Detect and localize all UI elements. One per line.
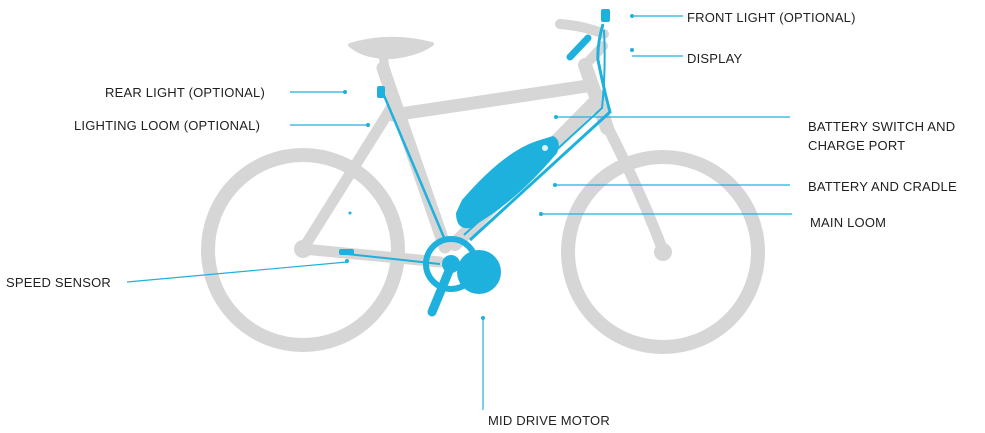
label-mid-drive-motor: MID DRIVE MOTOR	[488, 412, 610, 429]
seat-post	[378, 50, 391, 80]
saddle	[348, 36, 434, 60]
label-mid-drive-motor-text: MID DRIVE MOTOR	[488, 413, 610, 428]
front-wheel	[561, 150, 765, 354]
main-loom-cable-2	[463, 29, 606, 236]
leader-lines	[126, 14, 792, 410]
battery-pack	[456, 136, 559, 229]
crank-arm	[427, 261, 456, 317]
rear-light-unit	[377, 86, 385, 98]
label-lighting-loom: LIGHTING LOOM (OPTIONAL)	[74, 117, 260, 134]
label-front-light: FRONT LIGHT (OPTIONAL)	[687, 9, 856, 26]
top-tube	[386, 79, 594, 122]
chain-stay	[297, 243, 446, 268]
rear-wheel	[201, 148, 405, 352]
label-main-loom-text: MAIN LOOM	[810, 215, 887, 230]
main-loom-cable	[468, 23, 612, 242]
label-display-text: DISPLAY	[687, 51, 743, 66]
label-display: DISPLAY	[687, 50, 742, 67]
electrical-components	[339, 9, 612, 317]
seat-tube-dot	[348, 211, 352, 215]
handlebar	[555, 19, 609, 39]
label-main-loom: MAIN LOOM	[810, 214, 886, 231]
battery-switch-port	[542, 145, 548, 151]
label-front-light-text: FRONT LIGHT (OPTIONAL)	[687, 10, 856, 25]
label-rear-light: REAR LIGHT (OPTIONAL)	[105, 84, 265, 101]
label-lighting-loom-text: LIGHTING LOOM (OPTIONAL)	[74, 118, 261, 133]
label-battery-cradle: BATTERY AND CRADLE	[808, 178, 957, 195]
label-battery-switch-text-1: BATTERY SWITCH AND	[808, 119, 956, 134]
lighting-loom-cable	[381, 92, 447, 241]
leader-speed-sensor	[126, 261, 348, 283]
display-unit	[566, 34, 592, 61]
speed-sensor-unit	[339, 249, 354, 255]
front-light-unit	[601, 9, 610, 22]
fork	[600, 118, 668, 254]
label-battery-switch-text-2: CHARGE PORT	[808, 138, 906, 153]
seat-stay	[297, 99, 399, 255]
label-speed-sensor: SPEED SENSOR	[6, 274, 111, 291]
label-speed-sensor-text: SPEED SENSOR	[6, 275, 111, 290]
label-battery-cradle-text: BATTERY AND CRADLE	[808, 179, 957, 194]
motor-body	[457, 250, 501, 294]
label-rear-light-text: REAR LIGHT (OPTIONAL)	[105, 85, 265, 100]
label-battery-switch: BATTERY SWITCH AND CHARGE PORT	[808, 118, 955, 154]
